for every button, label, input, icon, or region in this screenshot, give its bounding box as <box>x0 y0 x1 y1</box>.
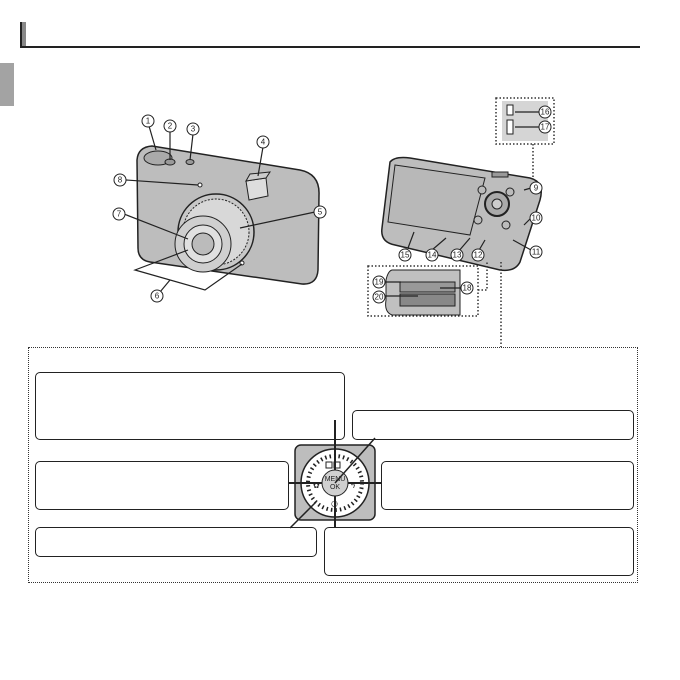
svg-text:11: 11 <box>532 248 541 257</box>
svg-text:7: 7 <box>117 210 122 219</box>
svg-text:4: 4 <box>261 138 266 147</box>
callout-top-right <box>352 410 634 440</box>
svg-text:5: 5 <box>318 208 323 217</box>
header-marker <box>20 22 26 46</box>
svg-text:10: 10 <box>532 214 541 223</box>
svg-text:20: 20 <box>375 293 384 302</box>
svg-text:18: 18 <box>463 284 472 293</box>
svg-text:14: 14 <box>428 251 437 260</box>
selector-frame <box>28 347 638 583</box>
front-camera <box>136 145 320 285</box>
svg-text:8: 8 <box>118 176 123 185</box>
svg-text:9: 9 <box>534 184 539 193</box>
svg-text:17: 17 <box>541 123 550 132</box>
callout-right <box>381 461 634 510</box>
rear-camera <box>381 156 542 272</box>
selector-dial: MENU OK ✿ ϟ ◷ <box>288 420 382 529</box>
delete-icon <box>325 461 333 469</box>
svg-text:6: 6 <box>155 292 160 301</box>
callout-bottom-left <box>35 527 317 557</box>
svg-text:12: 12 <box>474 251 483 260</box>
svg-text:16: 16 <box>541 108 550 117</box>
svg-text:13: 13 <box>453 251 462 260</box>
callout-left <box>35 461 289 510</box>
menu-label: MENU <box>325 476 346 483</box>
section-header <box>20 22 640 48</box>
svg-text:3: 3 <box>191 125 196 134</box>
flash-icon: ϟ <box>351 481 356 490</box>
svg-text:15: 15 <box>401 251 410 260</box>
ok-label: OK <box>330 484 340 491</box>
callout-top-left <box>35 372 345 440</box>
svg-text:19: 19 <box>375 278 384 287</box>
chapter-tab <box>0 63 14 106</box>
svg-text:2: 2 <box>168 122 173 131</box>
svg-text:1: 1 <box>146 117 151 126</box>
callout-bottom-right <box>324 527 634 576</box>
macro-icon: ✿ <box>313 481 320 490</box>
